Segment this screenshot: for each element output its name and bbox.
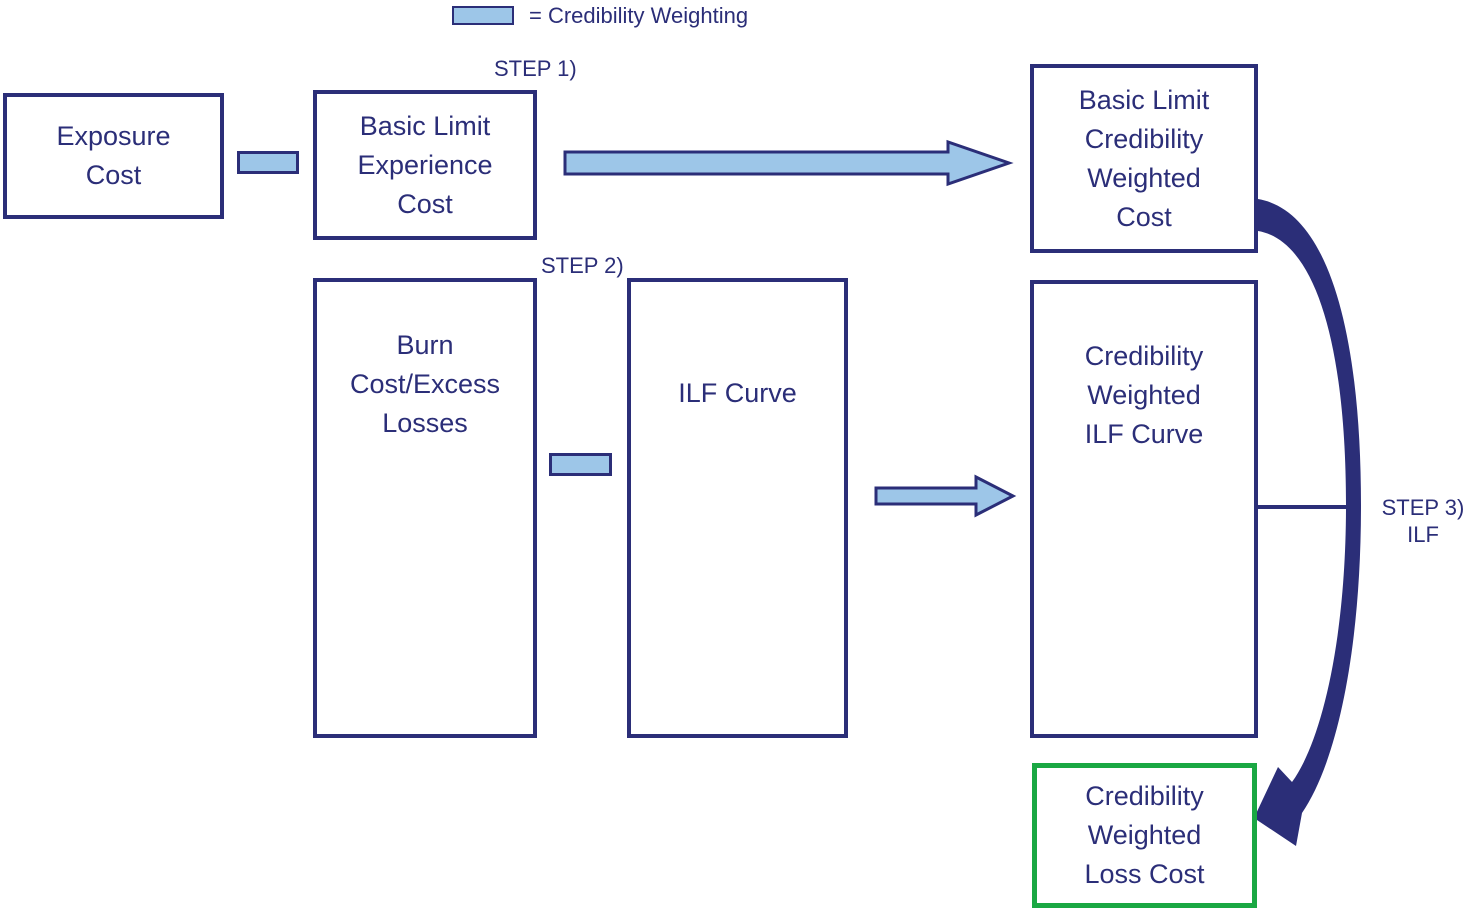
step2-label: STEP 2) [541, 253, 624, 278]
node-basic-limit-experience-cost: Basic Limit Experience Cost [313, 90, 537, 240]
curved-arrow-step3-icon [1254, 199, 1361, 846]
credibility-weighting-swatch-step2-icon [549, 453, 612, 476]
step3-sublabel-text: ILF [1407, 522, 1439, 547]
node-burn-cost-excess-losses: Burn Cost/Excess Losses [313, 278, 537, 738]
flow-arrow-step1-icon [563, 139, 1014, 187]
node-ilf-curve: ILF Curve [627, 278, 848, 738]
node-credibility-weighted-loss-cost-label: Credibility Weighted Loss Cost [1084, 781, 1205, 889]
node-credibility-weighted-ilf-curve: Credibility Weighted ILF Curve [1030, 280, 1258, 738]
node-exposure-cost-label: Exposure Cost [56, 121, 171, 190]
node-basic-limit-experience-cost-label: Basic Limit Experience Cost [357, 110, 493, 219]
node-burn-cost-excess-losses-label: Burn Cost/Excess Losses [349, 330, 501, 438]
flow-arrow-step2-icon [874, 474, 1017, 518]
credibility-weighting-legend-swatch-icon [452, 6, 514, 25]
credibility-weighting-swatch-step1-icon [237, 151, 299, 174]
node-credibility-weighted-ilf-curve-label: Credibility Weighted ILF Curve [1084, 341, 1204, 449]
step1-label: STEP 1) [494, 56, 577, 81]
node-exposure-cost: Exposure Cost [3, 93, 224, 219]
node-basic-limit-credibility-weighted-cost-label: Basic Limit Credibility Weighted Cost [1078, 84, 1210, 232]
step3-label-text: STEP 3) [1381, 495, 1465, 520]
step3-label: STEP 3) ILF [1375, 494, 1471, 548]
legend-label: = Credibility Weighting [529, 3, 749, 28]
node-credibility-weighted-loss-cost: Credibility Weighted Loss Cost [1032, 763, 1257, 908]
node-ilf-curve-label: ILF Curve [678, 378, 797, 408]
node-basic-limit-credibility-weighted-cost: Basic Limit Credibility Weighted Cost [1030, 64, 1258, 253]
